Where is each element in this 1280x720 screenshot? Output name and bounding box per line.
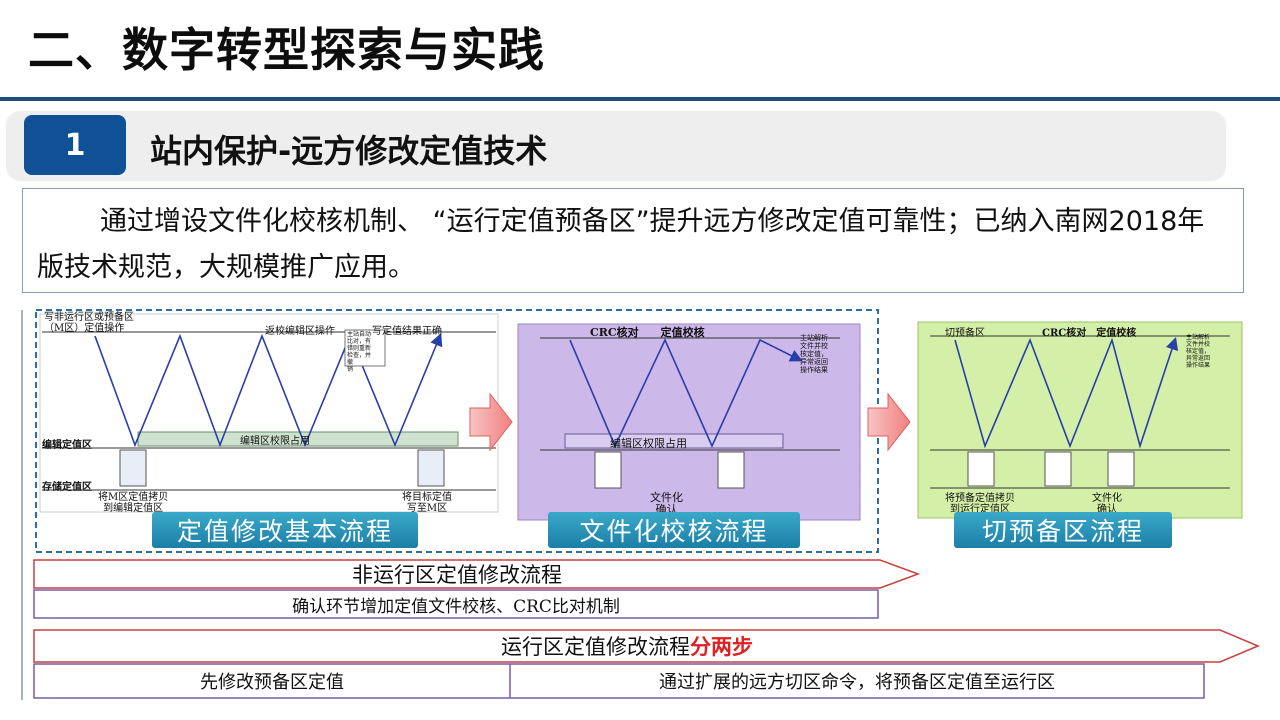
stage3-top-left-label: 切预备区 <box>945 328 985 339</box>
stage1-store-row-label: 存储定值区 <box>42 482 92 493</box>
section-header-bar <box>6 111 1226 181</box>
run-flow-step1: 先修改预备区定值 <box>200 672 344 693</box>
stage3-note: 主站解析 文件并校 核定值， 异常返回 操作结果 <box>1186 334 1211 369</box>
run-flow-arrow <box>33 629 1260 663</box>
process-diagram <box>21 309 1260 700</box>
title-divider <box>0 97 1280 101</box>
stage2-diagram <box>517 323 861 521</box>
stage3-label: 切预备区流程 <box>954 512 1172 548</box>
stage2-note: 主站解析 文件并校 核定值， 异常返回 操作结果 <box>800 334 828 374</box>
stage1-top-mid-label: 返校编辑区操作 <box>265 326 335 337</box>
stage2-bar-text: 编辑区权限占用 <box>610 437 687 450</box>
stage1-top-left-label: 写非运行区或预备区 （M区）定值操作 <box>44 312 134 334</box>
stage-arrow-1 <box>469 392 513 452</box>
section-title: 站内保护-远方修改定值技术 <box>150 132 548 170</box>
stage1-edit-row-label: 编辑定值区 <box>42 440 92 451</box>
nonrun-flow-arrow <box>33 559 921 589</box>
stage1-top-right-label: 写定值结果正确 <box>372 326 442 337</box>
stage1-label: 定值修改基本流程 <box>152 512 418 548</box>
section-number-badge: 1 <box>24 115 126 175</box>
page-title: 二、数字转型探索与实践 <box>28 23 545 77</box>
stage3-top-mid-label: CRC核对 定值校核 <box>1042 328 1137 339</box>
run-flow-step2: 通过扩展的远方切区命令，将预备区定值至运行区 <box>659 672 1055 693</box>
stage1-note: 主站自动 比对，有 错则重新 检查，并 撤 销 <box>347 331 372 373</box>
nonrun-flow-title: 非运行区定值修改流程 <box>352 563 562 587</box>
run-flow-highlight: 分两步 <box>690 634 753 659</box>
run-flow-title-text: 运行区定值修改流程 <box>501 635 690 659</box>
stage3-diagram <box>917 321 1243 519</box>
stage1-bottom-right-label: 将目标定值 写至M区 <box>402 492 452 514</box>
stage-arrow-2 <box>867 392 911 452</box>
intro-paragraph: 通过增设文件化校核机制、 “运行定值预备区”提升远方修改定值可靠性；已纳入南网2… <box>22 188 1244 293</box>
stage1-bar-text: 编辑区校限占用 <box>240 436 310 447</box>
stage1-diagram <box>39 313 499 513</box>
stage1-bottom-left-label: 将M区定值拷贝 到编辑定值区 <box>98 492 169 514</box>
run-flow-title: 运行区定值修改流程分两步 <box>34 630 1220 662</box>
nonrun-flow-desc: 确认环节增加定值文件校核、CRC比对机制 <box>292 596 620 617</box>
stage2-label: 文件化校核流程 <box>548 512 800 548</box>
stage3-bottom-left-label: 将预备定值拷贝 到运行定值区 <box>945 493 1015 515</box>
stage3-bottom-right-label: 文件化 确认 <box>1092 493 1122 515</box>
stage2-top-label: CRC核对 定值校核 <box>590 326 705 339</box>
